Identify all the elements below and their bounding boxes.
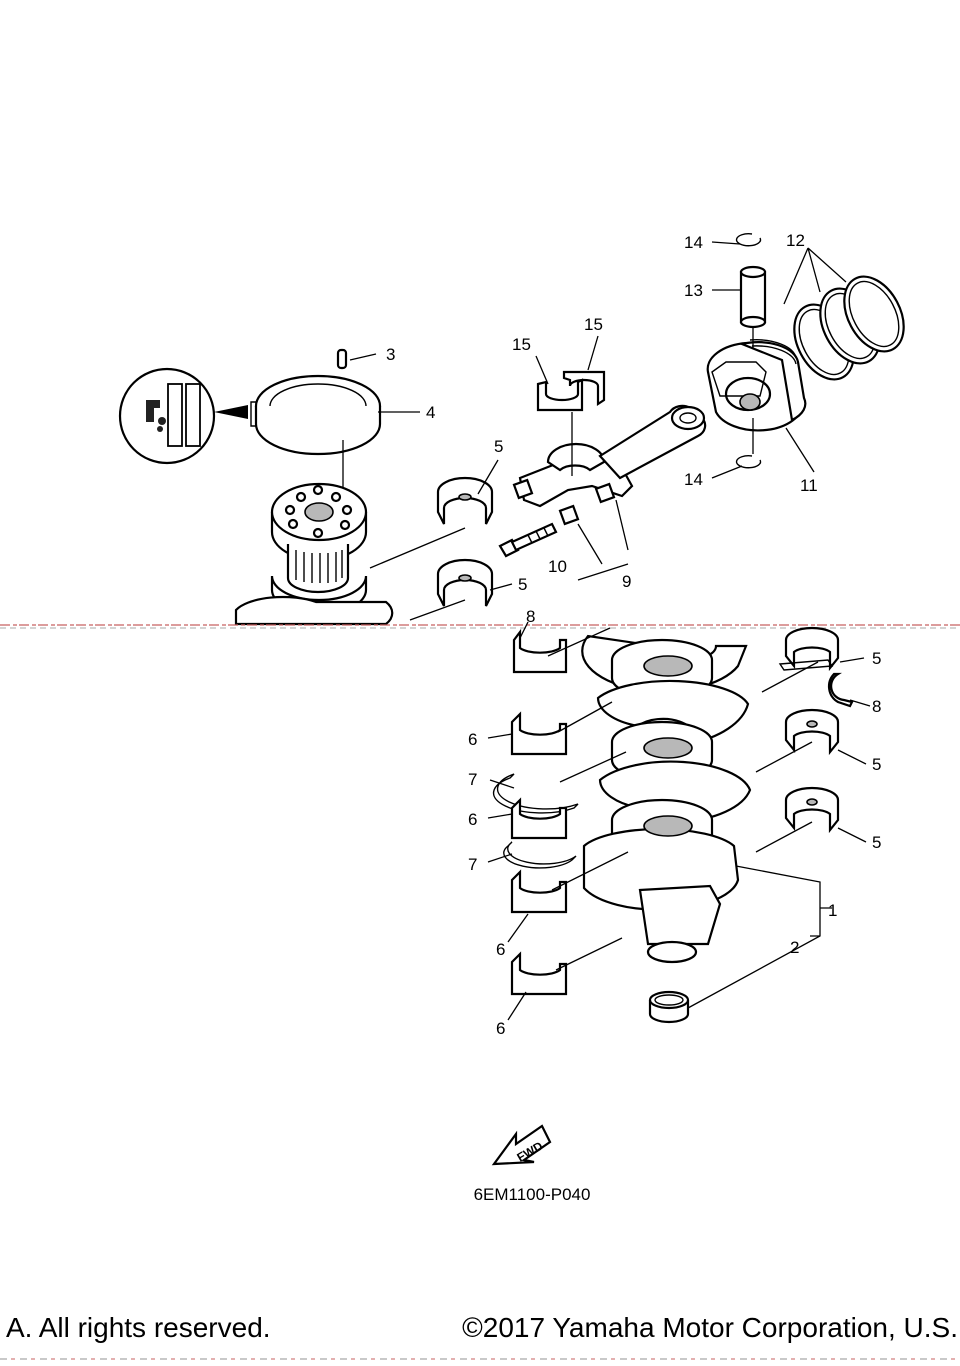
- conrod-bearing-lower: [536, 378, 584, 412]
- callout-6: 6: [468, 730, 477, 749]
- callout-15: 15: [584, 315, 603, 334]
- piston-pin-part-13: [739, 265, 767, 329]
- oil-seal-part-4: [254, 374, 382, 456]
- callout-5: 5: [872, 649, 881, 668]
- callout-6: 6: [496, 1019, 505, 1038]
- conrod-bolt-part-10: [498, 522, 558, 558]
- main-bearing-lower-b: [510, 711, 568, 756]
- callout-6: 6: [496, 940, 505, 959]
- callout-7: 7: [468, 770, 477, 789]
- callout-2: 2: [790, 938, 799, 957]
- callout-6: 6: [468, 810, 477, 829]
- thrust-washer-a: [492, 773, 579, 814]
- callout-12: 12: [786, 231, 805, 250]
- callout-5: 5: [494, 437, 503, 456]
- footer-rights: A. All rights reserved.: [6, 1312, 271, 1343]
- callout-11: 11: [800, 476, 818, 495]
- leader-lines: [349, 241, 871, 1021]
- callout-7: 7: [468, 855, 477, 874]
- callout-1: 1: [828, 901, 837, 920]
- main-bearing-lower-c: [510, 797, 568, 840]
- piston-rings-part-12: [793, 275, 905, 381]
- circlip-lower: [735, 455, 762, 469]
- dowel-pin-part-3: [336, 348, 348, 370]
- thrust-shim-part-8: [827, 672, 854, 708]
- diagram-code-text: 6EM1100-P040: [473, 1185, 591, 1204]
- connecting-rod-part-9: [512, 404, 707, 526]
- main-bearing-upper-e: [784, 786, 840, 834]
- callout-14: 14: [684, 233, 703, 252]
- main-bearing-upper-a: [436, 476, 494, 525]
- circlip-upper: [735, 233, 762, 247]
- diagram-code: 6EM1100-P040: [0, 1185, 960, 1205]
- sealant-detail-callout: [118, 367, 257, 465]
- callout-4: 4: [426, 403, 435, 422]
- thrust-washer-b: [503, 841, 577, 869]
- main-bearing-upper-c: [778, 626, 840, 672]
- conrod-bearing-upper: [562, 370, 606, 407]
- main-bearing-lower-e: [510, 951, 568, 996]
- callout-14: 14: [684, 470, 703, 489]
- bushing-part-2: [648, 990, 690, 1024]
- callout-5: 5: [872, 833, 881, 852]
- callout-10: 10: [548, 557, 567, 576]
- main-bearing-upper-d: [784, 708, 840, 756]
- piston-part-11: [706, 339, 807, 432]
- fwd-arrow-icon: FWD: [491, 1124, 552, 1166]
- callout-5: 5: [872, 755, 881, 774]
- crankshaft-part-1: [581, 634, 752, 964]
- main-bearing-lower-d: [510, 869, 568, 914]
- crankshaft-top-flange: [234, 482, 394, 626]
- callout-9: 9: [622, 572, 631, 591]
- main-bearing-lower-a: [512, 628, 568, 674]
- footer-copyright: ©2017 Yamaha Motor Corporation, U.S.: [462, 1312, 958, 1343]
- callout-8: 8: [872, 697, 881, 716]
- main-bearing-upper-b: [436, 558, 494, 607]
- callout-5: 5: [518, 575, 527, 594]
- scan-artifact: [0, 1358, 960, 1360]
- callout-8: 8: [526, 607, 535, 626]
- callout-15: 15: [512, 335, 531, 354]
- callout-13: 13: [684, 281, 703, 300]
- callout-3: 3: [386, 345, 395, 364]
